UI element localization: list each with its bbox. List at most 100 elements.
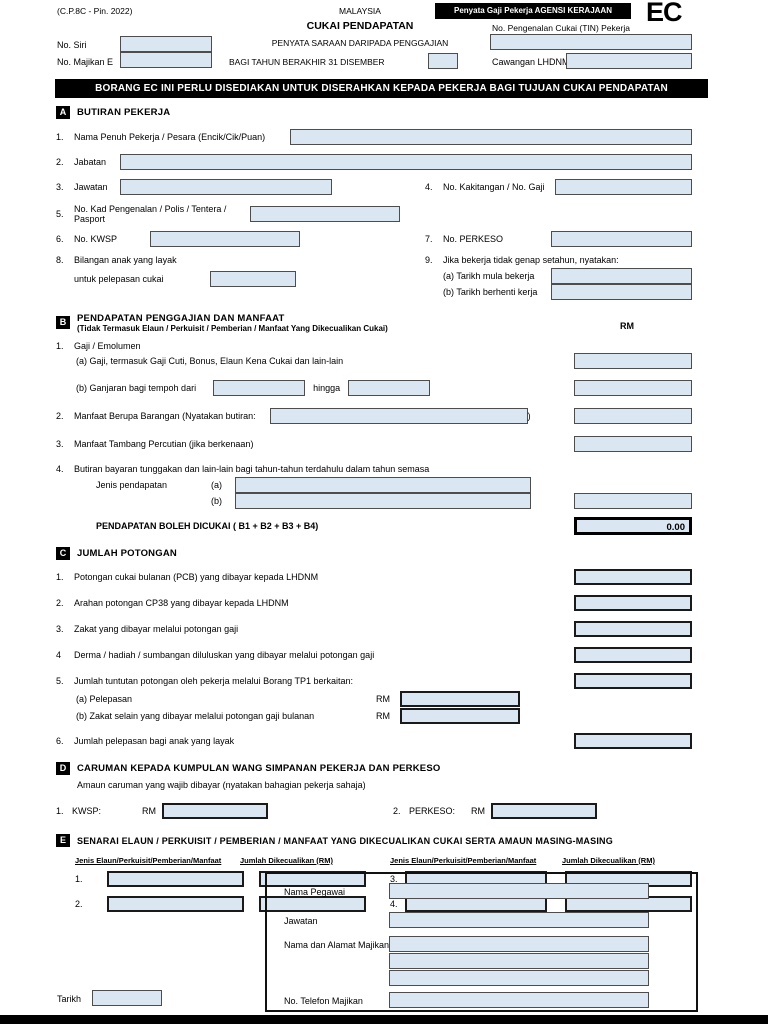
children-count-input[interactable] [210,271,296,287]
employer-declaration-box: Nama Pegawai Jawatan Nama dan Alamat Maj… [265,872,698,1012]
section-b-header: B PENDAPATAN PENGGAJIAN DAN MANFAAT (Tid… [56,313,692,333]
staff-no-input[interactable] [555,179,692,195]
section-b-title: PENDAPATAN PENGGAJIAN DAN MANFAAT [77,313,285,324]
row-b4: 4. Butiran bayaran tunggakan dan lain-la… [56,464,692,474]
item-number: 5. [56,676,64,686]
tp1-zakat-input[interactable] [400,708,520,724]
leave-passage-amount-input[interactable] [574,436,692,452]
item-number: 2. [75,899,83,909]
employer-address-input-2[interactable] [389,953,649,969]
perkeso-no-input[interactable] [551,231,692,247]
exempt-amount-input-2[interactable] [259,896,366,912]
cp38-label: Arahan potongan CP38 yang dibayar kepada… [74,598,289,608]
end-date-label: (b) Tarikh berhenti kerja [443,287,538,297]
employer-address-input-3[interactable] [389,970,649,986]
year-input[interactable] [428,53,458,69]
item-number: 4. [425,182,433,192]
zakat-amount-input[interactable] [574,621,692,637]
item-number: 1. [56,132,64,142]
country-label: MALAYSIA [339,6,381,16]
employee-name-input[interactable] [290,129,692,145]
row-c4: 4 Derma / hadiah / sumbangan diluluskan … [56,647,692,663]
income-type-b-input[interactable] [235,493,531,509]
section-b-subtitle: (Tidak Termasuk Elaun / Perkuisit / Pemb… [77,324,388,333]
income-type-a-input[interactable] [235,477,531,493]
perkeso-amount-input[interactable] [491,803,597,819]
taxable-income-total: 0.00 [574,517,692,535]
start-date-input[interactable] [551,268,692,284]
form-title: CUKAI PENDAPATAN [306,20,414,32]
row-b2: 2. Manfaat Berupa Barangan (Nyatakan but… [56,408,692,424]
section-a-letter: A [56,106,70,119]
kwsp-no-input[interactable] [150,231,300,247]
date-label: Tarikh [57,994,82,1004]
tin-input[interactable] [490,34,692,50]
item-number: 1. [56,341,64,351]
department-input[interactable] [120,154,692,170]
row-c3: 3. Zakat yang dibayar melalui potongan g… [56,621,692,637]
income-type-label: Jenis pendapatan [96,480,168,490]
row-a3-a4: 3. Jawatan 4. No. Kakitangan / No. Gaji [56,179,692,195]
officer-position-input[interactable] [389,912,649,928]
employer-phone-input[interactable] [389,992,649,1008]
tp1-relief-input[interactable] [400,691,520,707]
end-date-input[interactable] [551,284,692,300]
item-number: 2. [56,411,64,421]
date-input[interactable] [92,990,162,1006]
exempt-type-header: Jenis Elaun/Perkuisit/Pemberian/Manfaat [390,856,537,865]
cp38-amount-input[interactable] [574,595,692,611]
item-number: 6. [56,234,64,244]
kwsp-amount-input[interactable] [162,803,268,819]
serial-input[interactable] [120,36,212,52]
gratuity-to-input[interactable] [348,380,431,396]
officer-name-label: Nama Pegawai [284,887,346,897]
position-label: Jawatan [74,182,108,192]
row-b4b: (b) [56,493,692,509]
gratuity-amount-input[interactable] [574,380,692,396]
period-start-row: (a) Tarikh mula bekerja [425,268,692,284]
exempt-type-header: Jenis Elaun/Perkuisit/Pemberian/Manfaat [75,856,222,865]
section-e-letter: E [56,834,70,847]
row-a1: 1. Nama Penuh Pekerja / Pesara (Encik/Ci… [56,129,692,145]
branch-input[interactable] [566,53,692,69]
exempt-row-2: 2. [56,896,376,912]
pcb-amount-input[interactable] [574,569,692,585]
row-c5b: (b) Zakat selain yang dibayar melalui po… [56,708,692,724]
section-d-letter: D [56,762,70,775]
staff-no-label: No. Kakitangan / No. Gaji [443,182,545,192]
rm-label: RM [471,806,485,816]
kwsp-no-label: No. KWSP [74,234,118,244]
gratuity-from-input[interactable] [213,380,306,396]
bik-amount-input[interactable] [574,408,692,424]
arrears-amount-input[interactable] [574,493,692,509]
leave-passage-label: Manfaat Tambang Percutian (jika berkenaa… [74,439,254,449]
bik-detail-input[interactable] [269,408,528,424]
officer-name-input[interactable] [389,883,649,899]
section-e-title: SENARAI ELAUN / PERKUISIT / PEMBERIAN / … [77,835,613,846]
exempt-amount-header: Jumlah Dikecualikan (RM) [562,856,655,865]
section-a-header: A BUTIRAN PEKERJA [56,106,692,119]
donation-amount-input[interactable] [574,647,692,663]
section-b-titles: PENDAPATAN PENGGAJIAN DAN MANFAAT (Tidak… [77,313,388,333]
id-no-input[interactable] [250,206,400,222]
employer-address-input-1[interactable] [389,936,649,952]
row-c5a: (a) Pelepasan RM [56,691,692,707]
employer-no-input[interactable] [120,52,212,68]
exempt-right-headers: Jenis Elaun/Perkuisit/Pemberian/Manfaat … [390,856,692,865]
tp1-amount-input[interactable] [574,673,692,689]
exempt-type-input-2[interactable] [107,896,244,912]
child-relief-amount-input[interactable] [574,733,692,749]
employer-no-label: No. Majikan E [57,57,114,67]
employment-period-block: 9. Jika bekerja tidak genap setahun, nya… [425,255,692,300]
item-number: 1. [75,874,83,884]
position-input[interactable] [120,179,332,195]
item-number: 2. [393,806,401,816]
item-number: 3. [56,624,64,634]
section-d-title: CARUMAN KEPADA KUMPULAN WANG SIMPANAN PE… [77,763,441,774]
salary-amount-input[interactable] [574,353,692,369]
section-e-header: E SENARAI ELAUN / PERKUISIT / PEMBERIAN … [56,834,692,847]
exempt-type-input-1[interactable] [107,871,244,887]
item-number: 5. [56,209,64,219]
rm-label: RM [142,806,156,816]
tp1-zakat-label: (b) Zakat selain yang dibayar melalui po… [76,711,315,721]
